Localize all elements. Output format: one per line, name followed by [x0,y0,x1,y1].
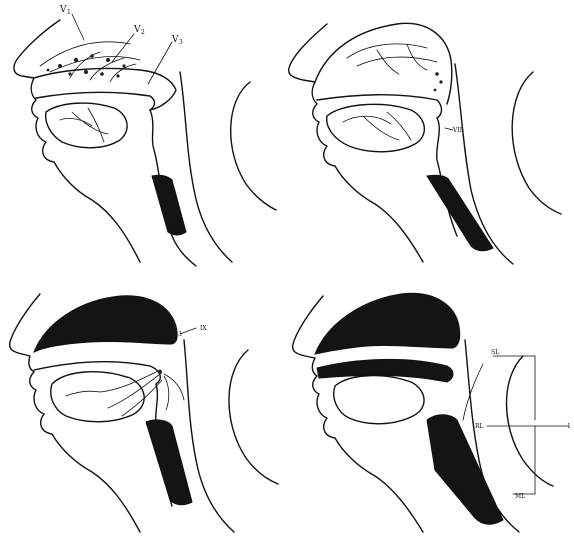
pharynx-wall [184,340,234,532]
label-1: 1 [567,423,571,430]
label-v2: V [133,25,141,35]
panel-glossopharyngeal: 3 IX [0,270,287,539]
face-profile [289,24,423,262]
head-section-diagram-2: VII [287,0,574,269]
spine-arc [507,356,554,486]
larynx-region [427,175,493,251]
label-v3-sub: 3 [179,39,183,46]
panel-facial: VII [287,0,574,269]
label-sl: SL [491,349,499,356]
pharynx-wall [180,72,232,262]
label-v2-sub: 2 [141,29,145,36]
label-v3: V [171,35,179,45]
label-vii: VII [452,127,463,134]
facial-nerve-branches [343,44,443,140]
label-3: 3 [178,331,182,338]
panel-trigeminal: V 1 V 2 V 3 [0,0,287,269]
spine-arc [231,82,276,210]
label-v1-sub: 1 [67,9,71,16]
tongue [334,376,424,424]
spine-arc [512,72,561,214]
nasal-cavity-shaded [315,293,460,354]
head-section-diagram-3: 3 IX [0,270,287,539]
nasal-cavity-shaded [34,296,177,352]
hard-palate [317,95,442,118]
label-rl: RL [475,423,484,430]
palate-shaded [317,359,453,382]
hard-palate [34,362,160,384]
face-profile [14,20,140,262]
head-section-diagram-1: V 1 V 2 V 3 [0,0,287,269]
tongue [327,104,425,151]
head-section-diagram-4: SL RL ML 1 [287,270,574,539]
spine-arc [229,350,278,484]
tongue [46,103,127,148]
pharynx-shaded [427,415,503,525]
larynx-region [152,175,186,235]
tongue [51,372,144,422]
nasal-cavity-roof [315,23,452,104]
larynx-region [146,420,192,505]
panel-vagus: SL RL ML 1 [287,270,574,539]
label-ix: IX [200,325,207,332]
label-ml: ML [515,493,525,500]
label-v1: V [59,5,67,15]
